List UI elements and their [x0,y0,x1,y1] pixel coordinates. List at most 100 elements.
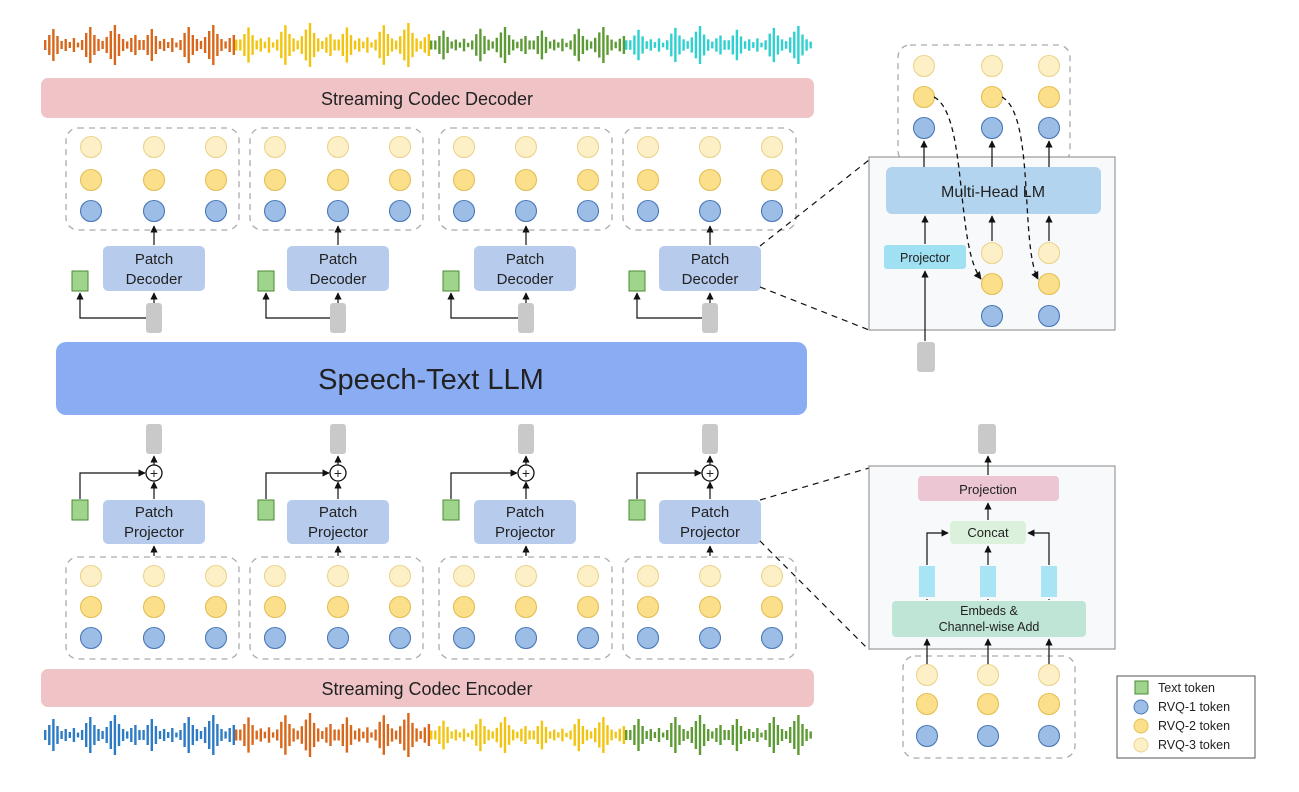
waveform-bar [809,41,812,49]
waveform-bar [532,730,535,740]
waveform-bar [768,33,771,57]
patch-projector-label-line2: Projector [124,524,184,541]
waveform-bar [430,730,433,740]
waveform-bar [577,718,580,752]
waveform-bar [101,41,104,49]
waveform-bar [581,726,585,744]
waveform-bar [686,41,689,49]
waveform-bar [544,36,548,54]
waveform-bar [776,35,780,55]
rvq1-token [915,724,939,748]
waveform-bar [690,727,693,743]
rvq3-token [204,135,228,159]
rvq2-token [326,168,350,192]
rvq3-token [263,135,287,159]
rvq1-token [576,199,600,223]
connector [759,540,870,651]
waveform-bar [195,729,199,741]
waveform-bar [243,34,246,56]
waveform-bar [573,724,576,746]
waveform-bar [216,724,219,746]
waveform-bar [520,38,523,52]
waveform-bar [670,723,673,747]
waveform-bar [507,725,511,745]
waveform-bar [674,27,677,63]
waveform-bar [228,38,231,52]
waveform-bar [154,726,158,744]
waveform-bar [394,730,398,740]
waveform-bar [569,730,572,740]
waveform-bar [121,729,125,741]
waveform-bar [179,730,182,740]
waveform-bar [805,39,808,51]
waveform-bar [362,41,365,49]
rvq1-token [452,199,476,223]
waveform-bar [72,38,76,52]
waveform-bar [263,731,267,739]
patch-decoder-label-line2: Decoder [126,271,183,288]
waveform-bar [138,730,141,740]
rvq3-token [142,135,166,159]
embedding-token [1041,566,1057,597]
waveform-bar [390,728,394,742]
connector [1027,529,1050,565]
waveform-bar [312,32,316,58]
rvq3-token [452,135,476,159]
waveform-bar [450,731,453,739]
rvq1-token [204,199,228,223]
rvq3-token [326,135,350,159]
waveform-bar [411,722,414,748]
waveform-bar [450,41,453,49]
waveform-bar [191,35,194,55]
rvq3-token [576,135,600,159]
waveform-bar [374,729,377,741]
waveform-bar [366,37,369,53]
waveform-bar [594,727,597,743]
waveform-bar [442,720,445,750]
speech-text-llm-block [56,342,807,415]
multi-head-lm-label: Multi-Head LM [941,184,1045,201]
waveform-bar [707,729,710,741]
waveform-bar [325,727,328,743]
hidden-state-bottom [518,424,534,454]
waveform-bar [772,27,775,63]
waveform-bar [544,726,548,744]
waveform-bar [109,31,112,59]
waveform-bar [723,40,726,50]
waveform-bar [378,31,381,59]
waveform-bar [259,728,262,742]
waveform-bar [503,717,507,753]
waveform-bar [499,722,503,748]
waveform-bar [760,42,763,48]
waveform-bar [292,38,295,52]
waveform-bar [199,41,203,49]
patch-projector-block [287,500,389,544]
waveform-bar [649,39,652,51]
patch-projector-label-line2: Projector [308,524,368,541]
waveform-bar [300,36,303,54]
waveform-bar [682,39,685,51]
waveform-bar [512,39,515,51]
waveform-bar [56,726,59,744]
waveform-bar [503,27,507,63]
waveform-bar [403,719,406,751]
embedding-token [919,566,935,597]
patch-projector-label-line1: Patch [135,504,173,521]
patch-projector-label-line1: Patch [691,504,729,521]
waveform-bar [698,715,702,755]
rvq2-token [263,595,287,619]
waveform-bar [130,728,133,742]
waveform-bar [312,722,316,748]
waveform-bar [427,724,431,746]
rvq3-token [980,54,1004,78]
rvq2-token [698,168,722,192]
waveform-bar [48,35,51,55]
embeds-block [892,601,1086,637]
rvq1-token [636,199,660,223]
rvq3-token [79,564,103,588]
waveform-bar [553,729,556,741]
waveform-bar [232,725,235,745]
waveform-bar [232,35,235,55]
waveform-bar [109,721,112,749]
